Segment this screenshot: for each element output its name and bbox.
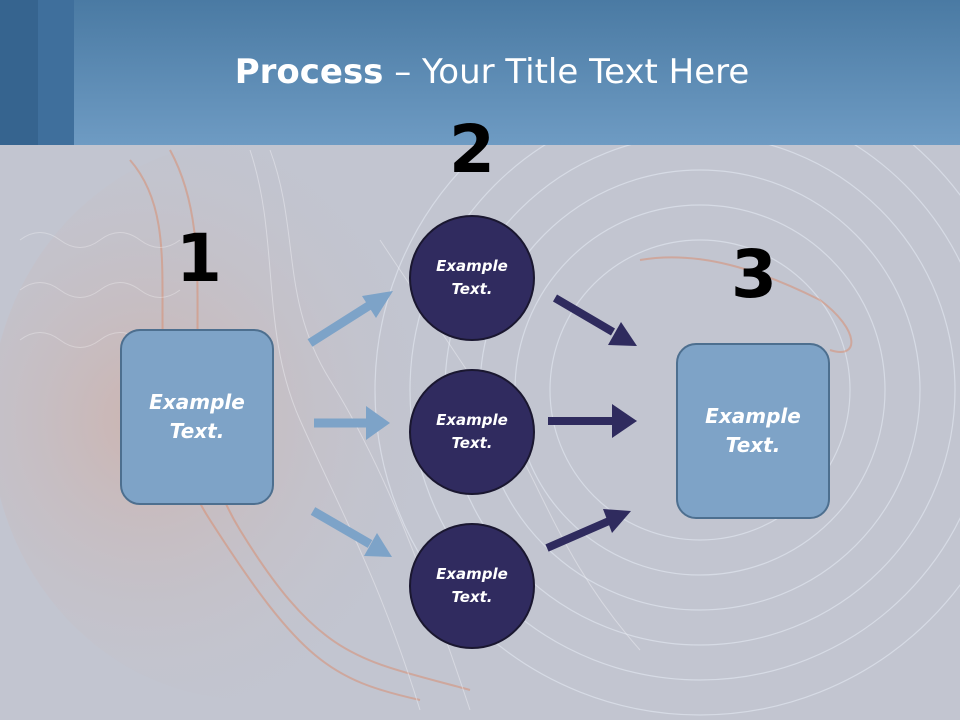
step-number-3: 3 (731, 236, 777, 313)
circle-top[interactable]: Example Text. (409, 215, 535, 341)
arrow-top-to-3 (552, 294, 637, 346)
arrow-1-to-bottom (310, 507, 392, 557)
circle-middle-label: Example Text. (436, 411, 508, 452)
step-number-1: 1 (176, 220, 222, 297)
header-accent-stripe (0, 0, 38, 145)
slide-title[interactable]: Process – Your Title Text Here (0, 52, 960, 92)
arrow-middle-to-3 (548, 404, 637, 438)
step-3-label: Example Text. (705, 404, 801, 457)
step-number-2: 2 (449, 111, 495, 188)
circle-bottom[interactable]: Example Text. (409, 523, 535, 649)
circle-middle[interactable]: Example Text. (409, 369, 535, 495)
circle-top-label: Example Text. (436, 257, 508, 298)
title-bar: Process – Your Title Text Here (0, 0, 960, 145)
arrow-1-to-top (307, 291, 393, 347)
title-bold: Process (234, 52, 384, 92)
arrow-bottom-to-3 (545, 509, 631, 552)
step-1-label: Example Text. (149, 390, 245, 443)
header-accent-stripe (38, 0, 74, 145)
circle-bottom-label: Example Text. (436, 565, 508, 606)
step-3-box[interactable]: Example Text. (676, 343, 830, 519)
title-rest: – Your Title Text Here (383, 52, 750, 92)
arrow-1-to-middle (314, 406, 390, 440)
step-1-box[interactable]: Example Text. (120, 329, 274, 505)
